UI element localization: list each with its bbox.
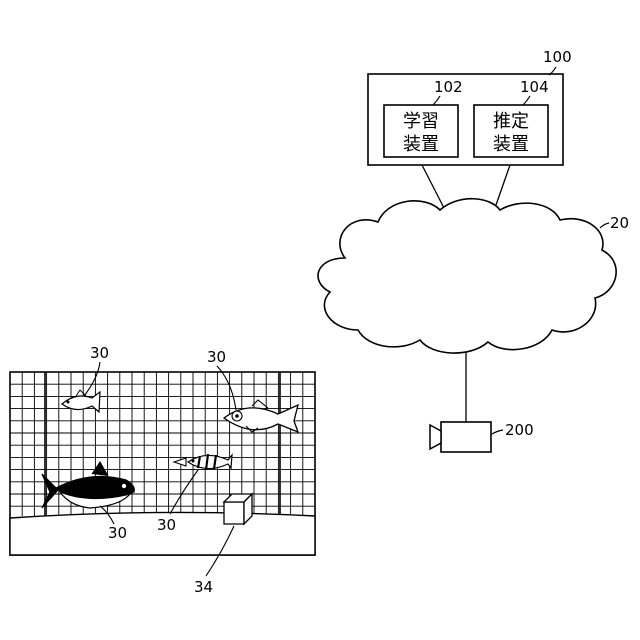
fish-ref-label-top-left: 30 — [90, 344, 109, 362]
fish-middle-eye — [192, 460, 195, 463]
cloud-shape — [318, 199, 616, 353]
fish-right-eye — [235, 414, 239, 418]
network-leader-line — [600, 223, 609, 228]
learning-device-ref-label: 102 — [434, 78, 463, 96]
tuna-eye — [122, 484, 126, 488]
network-cloud: 20 — [318, 199, 629, 353]
server-block: 100 学習 装置 102 推定 装置 104 — [368, 48, 572, 165]
learning-device-label-line2: 装置 — [403, 134, 439, 155]
inference-device-label-line2: 装置 — [493, 134, 529, 155]
object-cube — [224, 494, 252, 524]
camera-ref-label: 200 — [505, 421, 534, 439]
inference-device-ref-label: 104 — [520, 78, 549, 96]
camera-body — [441, 422, 491, 452]
fish-ref-label-bottom-center: 30 — [157, 516, 176, 534]
fish-ref-label-bottom-left: 30 — [108, 524, 127, 542]
object-ref-label: 34 — [194, 578, 213, 596]
server-cloud-link-2 — [496, 165, 510, 205]
inference-device-label-line1: 推定 — [493, 111, 529, 132]
server-ref-label: 100 — [543, 48, 572, 66]
camera-lens — [430, 425, 441, 449]
fish-small-eye — [67, 401, 70, 404]
camera-leader-line — [492, 430, 503, 434]
learning-device-label-line1: 学習 — [403, 111, 439, 132]
fish-ref-label-top-right: 30 — [207, 348, 226, 366]
cube-front — [224, 502, 244, 524]
camera-block: 200 — [430, 421, 534, 452]
network-ref-label: 20 — [610, 214, 629, 232]
